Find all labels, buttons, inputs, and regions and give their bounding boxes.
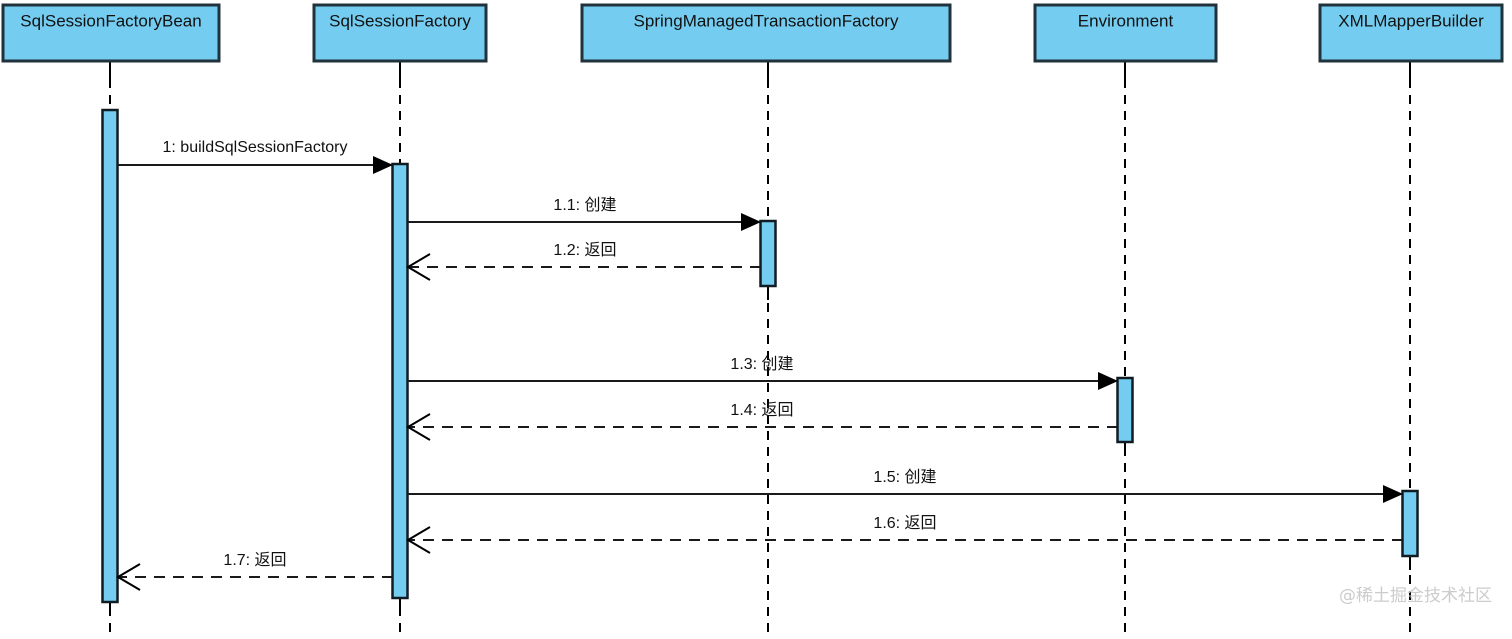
- participant-box[interactable]: [1318, 3, 1504, 63]
- messages-layer: 1: buildSqlSessionFactory 1.1: 创建 1.2: 返回 1…: [116, 139, 1403, 591]
- participant-label: SpringManagedTransactionFactory: [634, 11, 899, 30]
- message-label-1-3: 1.3: 创建: [730, 355, 793, 373]
- message-label-1-6: 1.6: 返回: [873, 514, 936, 532]
- activation-bar: [759, 219, 777, 288]
- participant-p1[interactable]: SqlSessionFactoryBean: [1, 3, 221, 63]
- message-label-1-7: 1.7: 返回: [223, 551, 286, 569]
- arrowhead-open: [406, 413, 431, 441]
- participant-p4[interactable]: Environment: [1033, 3, 1218, 63]
- arrowhead-filled: [1098, 372, 1118, 390]
- participant-box[interactable]: [1033, 3, 1218, 63]
- message-label-1-4: 1.4: 返回: [730, 401, 793, 419]
- arrowhead-filled: [741, 213, 761, 231]
- activation-bar: [1401, 489, 1419, 558]
- activation-bar: [101, 108, 119, 604]
- participant-label: SqlSessionFactory: [329, 11, 471, 30]
- participant-label: SqlSessionFactoryBean: [20, 11, 201, 30]
- arrowhead-filled: [1383, 485, 1403, 503]
- activation-bar: [1116, 376, 1134, 444]
- arrowhead-open: [406, 253, 431, 281]
- message-label-1-2: 1.2: 返回: [553, 241, 616, 259]
- activation-bar: [391, 162, 409, 600]
- participant-boxes-layer: SqlSessionFactoryBean SqlSessionFactory Sp…: [1, 3, 1504, 63]
- watermark-text: @稀土掘金技术社区: [1339, 586, 1492, 606]
- participant-box[interactable]: [1, 3, 221, 63]
- message-label-1-1: 1.1: 创建: [553, 196, 616, 214]
- participant-box[interactable]: [580, 3, 952, 63]
- participant-label: XMLMapperBuilder: [1338, 11, 1484, 30]
- arrowhead-open: [116, 563, 141, 591]
- participant-p5[interactable]: XMLMapperBuilder: [1318, 3, 1504, 63]
- arrowhead-filled: [373, 156, 393, 174]
- participant-box[interactable]: [312, 3, 488, 63]
- message-label-1: 1: buildSqlSessionFactory: [163, 139, 348, 156]
- watermark-layer: @稀土掘金技术社区: [1339, 586, 1492, 606]
- participant-p3[interactable]: SpringManagedTransactionFactory: [580, 3, 952, 63]
- arrowhead-open: [406, 526, 431, 554]
- message-label-1-5: 1.5: 创建: [873, 468, 936, 486]
- participant-label: Environment: [1078, 11, 1174, 30]
- activations-layer: [101, 108, 1419, 604]
- participant-p2[interactable]: SqlSessionFactory: [312, 3, 488, 63]
